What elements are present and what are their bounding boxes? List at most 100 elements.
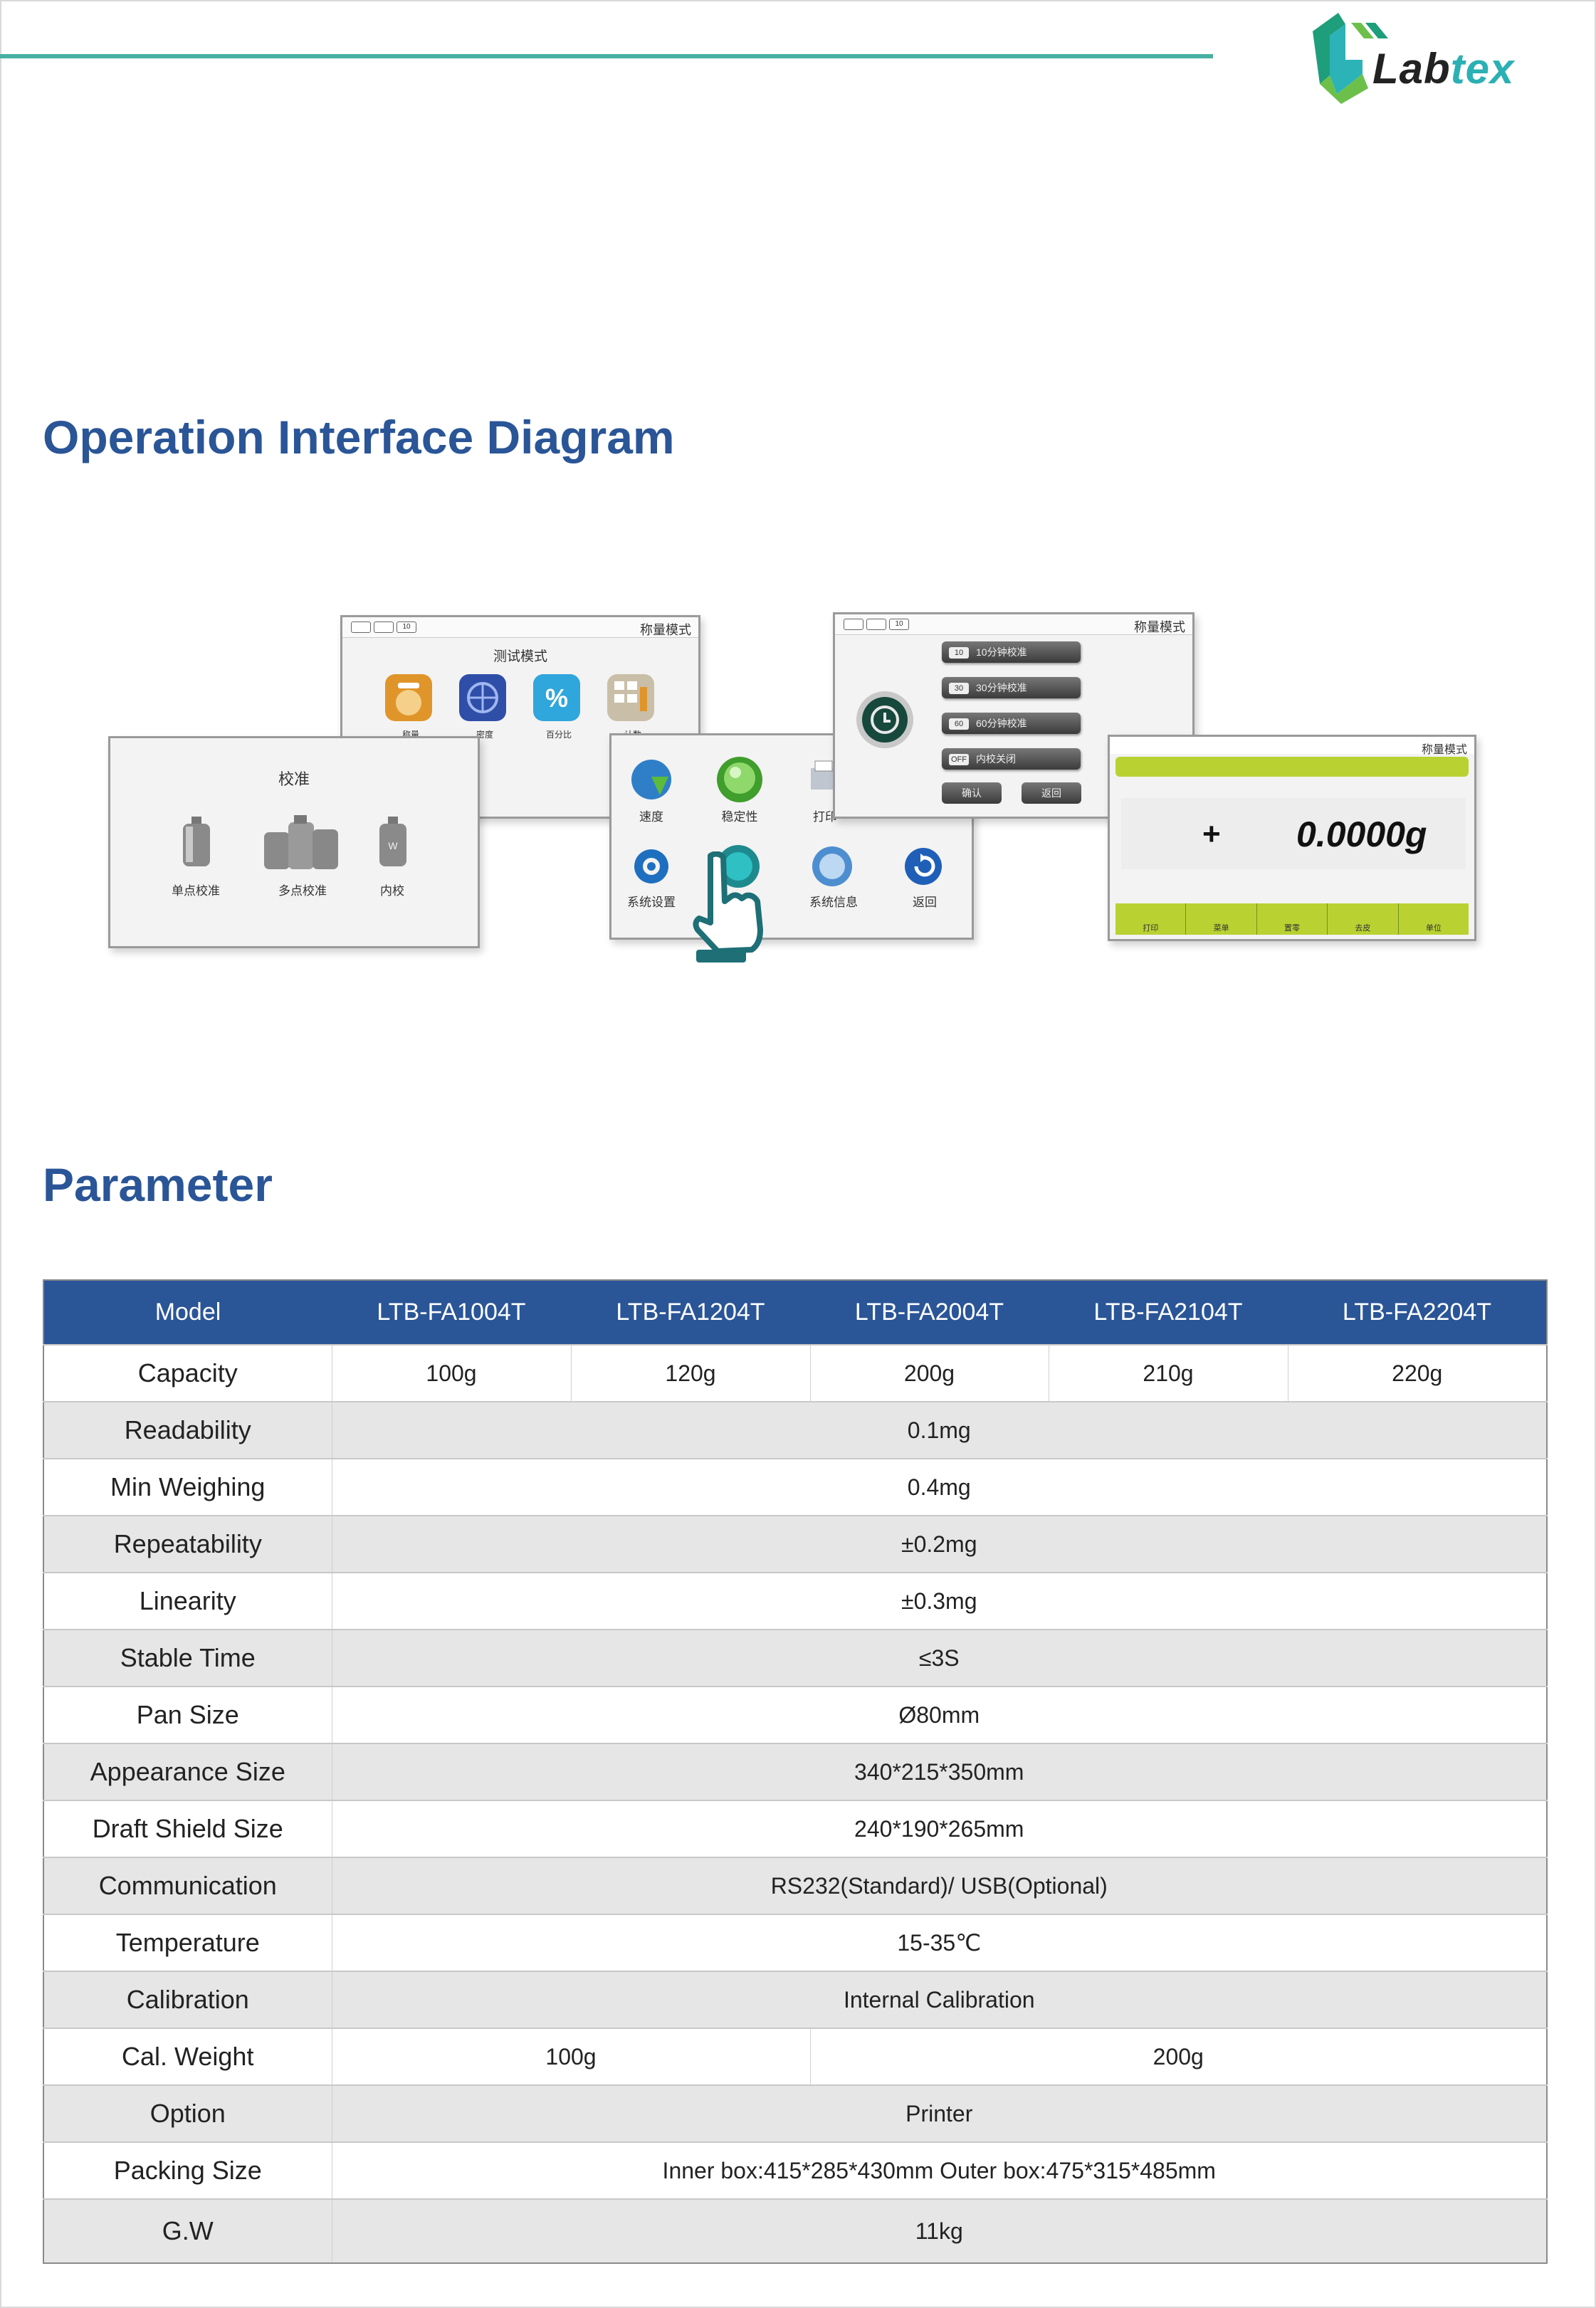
table-cell: 240*190*265mm [331,1800,1547,1857]
timer-option-tag: 30 [949,683,969,695]
function-bar: 打印 菜单 置零 去皮 单位 [1115,903,1469,935]
menu-item-label: 速度 [639,810,663,824]
table-cell: Ø80mm [331,1686,1547,1743]
table-row: Capacity 100g 120g 200g 210g 220g [43,1344,1547,1402]
mode-label: 称量模式 [640,623,691,637]
calibration-item-label: 多点校准 [278,884,327,898]
timer-option-tag: 60 [949,718,969,730]
menu-item-label: 稳定性 [721,810,758,824]
speed-icon [631,760,671,799]
table-cell: 100g [331,2028,810,2085]
row-label: Appearance Size [43,1743,332,1800]
header-cell: Model [43,1280,332,1345]
reading-sign: + [1202,817,1221,851]
panel-status-bar: 称量模式 [1110,737,1474,756]
status-strip [1115,757,1469,777]
logo-wordmark: Labtex [1372,44,1514,93]
table-cell: ±0.2mg [331,1515,1547,1573]
row-label: Draft Shield Size [43,1800,332,1857]
table-cell: 100g [331,1344,571,1402]
test-item-label: 百分比 [545,730,572,740]
table-cell: Internal Calibration [331,1971,1547,2028]
reading-value: 0.0000g [1296,814,1427,854]
labtex-logo [1313,13,1388,104]
row-label: Pan Size [43,1686,332,1743]
row-label: Readability [43,1401,332,1459]
timer-option-label: 30分钟校准 [976,682,1027,693]
header-cell: LTB-FA1004T [332,1280,571,1345]
tare-key[interactable]: 去皮 [1328,903,1399,935]
table-cell: 11kg [331,2198,1547,2263]
back-button[interactable]: 返回 [1022,782,1081,804]
clock-icon [856,691,913,748]
table-row: Stable Time≤3S [43,1629,1547,1687]
table-row: Repeatability±0.2mg [43,1515,1547,1573]
unit-key[interactable]: 单位 [1425,924,1442,933]
reading-area [1121,798,1466,869]
system-settings-icon [634,849,668,883]
menu-item-label: 系统设置 [627,896,676,909]
bar-button: 10 [397,621,416,633]
header-cell: LTB-FA2204T [1288,1280,1547,1345]
table-header-row: Model LTB-FA1004T LTB-FA1204T LTB-FA2004… [43,1280,1547,1345]
row-label: Cal. Weight [43,2028,332,2085]
timer-option-tag: OFF [949,754,969,766]
row-label: Min Weighing [43,1458,332,1516]
print-key[interactable]: 打印 [1115,903,1187,935]
row-label: G.W [43,2198,332,2263]
table-cell: 340*215*350mm [331,1743,1547,1800]
table-cell: Printer [331,2084,1547,2142]
calibration-title: 校准 [278,770,310,788]
multi-weight-icon [264,815,338,869]
confirm-button[interactable]: 确认 [942,782,1002,804]
menu-item-label: 系统信息 [809,896,858,909]
table-cell: 0.4mg [331,1458,1547,1516]
timer-option-tag: 10 [949,647,969,659]
density-icon [459,674,506,721]
header-rule [0,54,1213,58]
stability-icon [717,757,762,802]
panel-status-bar: 10 称量模式 [835,614,1192,635]
table-cell: 200g [809,2028,1547,2085]
zero-key[interactable]: 置零 [1257,903,1328,935]
table-cell: 220g [1287,1344,1547,1402]
header-cell: LTB-FA2104T [1049,1280,1288,1345]
percent-icon: % [533,674,580,721]
row-label: Option [43,2084,332,2142]
bar-button [866,619,886,630]
calibration-item-label: 内校 [380,884,404,898]
menu-item-label: 返回 [913,896,937,909]
table-row: Linearity±0.3mg [43,1572,1547,1630]
system-power-icon [717,845,760,888]
table-cell: 120g [570,1344,810,1402]
parameter-section-title: Parameter [43,1158,273,1211]
timer-option-button[interactable]: 30 30分钟校准 [942,677,1081,698]
mode-label: 称量模式 [1421,744,1467,756]
table-cell: RS232(Standard)/ USB(Optional) [331,1857,1547,1914]
menu-key[interactable]: 菜单 [1186,903,1257,935]
back-icon [905,848,942,885]
bar-button [374,621,394,633]
bar-button [351,621,371,633]
calibration-item-label: 单点校准 [172,884,220,898]
test-item-label: 密度 [476,730,493,740]
menu-item-label: 打印 [813,810,837,824]
table-cell: Inner box:415*285*430mm Outer box:475*31… [331,2141,1547,2199]
table-cell: ≤3S [331,1629,1547,1687]
test-mode-panel: 10 称量模式 测试模式 % 称量 密度 百分比 计数 [340,615,700,819]
panel-status-bar: 10 称量模式 [342,617,698,638]
